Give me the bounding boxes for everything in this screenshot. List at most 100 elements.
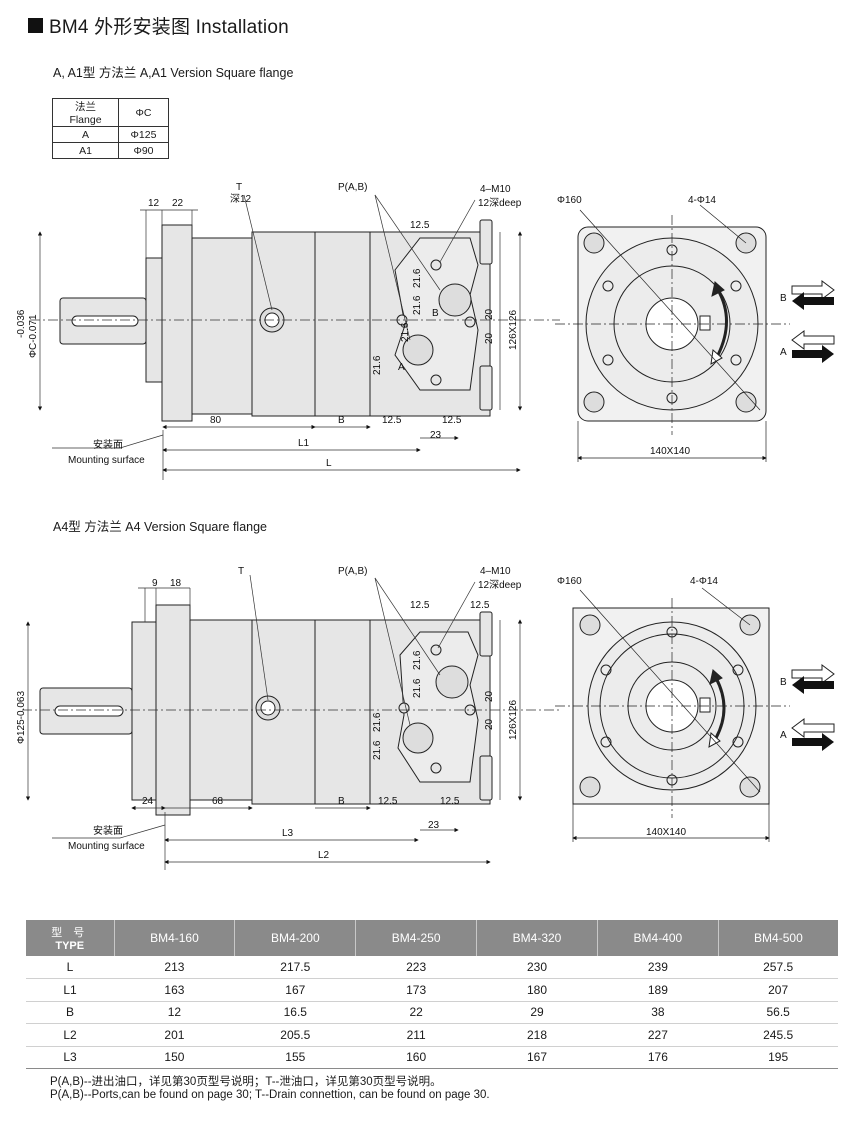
dim-label: 21.6 xyxy=(400,322,411,342)
page-title-text: BM4 外形安装图 Installation xyxy=(49,17,289,38)
row-label: L3 xyxy=(26,1046,114,1069)
table-header-row: 型 号 TYPE BM4-160 BM4-200 BM4-250 BM4-320… xyxy=(26,920,838,956)
dimension-labels-1: 12 22 T 深12 P(A,B) 4–M10 12深deep 12.5 21… xyxy=(16,182,522,469)
table-cell: 239 xyxy=(597,956,719,979)
dim-label: 21.6 xyxy=(412,268,423,288)
type-header: 型 号 TYPE xyxy=(26,920,115,956)
flange-table: 法兰 Flange ΦC A Φ125 A1 Φ90 xyxy=(52,98,169,159)
table-cell: 205.5 xyxy=(234,1023,356,1047)
table-cell: 22 xyxy=(355,1001,477,1024)
port-b-label: B xyxy=(432,308,439,319)
table-cell: 180 xyxy=(476,978,598,1002)
row-label: L2 xyxy=(26,1023,114,1047)
dim-label: 21.6 xyxy=(412,650,423,670)
dim-label: 12.5 xyxy=(440,796,460,807)
table-cell: 245.5 xyxy=(718,1023,838,1047)
dim-label: 22 xyxy=(172,198,184,209)
mount-cn: 安装面 xyxy=(93,438,123,451)
dim-label: L2 xyxy=(318,850,330,861)
motor-side-view xyxy=(59,219,493,422)
column-header: BM4-200 xyxy=(234,920,357,956)
table-cell: 211 xyxy=(355,1023,477,1047)
dim-label: 20 xyxy=(484,718,495,730)
label-4m10: 4–M10 xyxy=(480,184,511,195)
table-cell: Φ125 xyxy=(118,126,169,143)
drawing-a4: 9 18 T P(A,B) 4–M10 12深deep 12.5 12.5 21… xyxy=(16,566,835,870)
dim-label: 12.5 xyxy=(470,600,490,611)
title-square-icon xyxy=(28,18,43,33)
column-header: BM4-250 xyxy=(355,920,478,956)
table-row: A Φ125 xyxy=(52,126,169,143)
dia160-label: Φ160 xyxy=(557,576,582,587)
dim-label: 23 xyxy=(430,430,442,441)
table-cell: 29 xyxy=(476,1001,598,1024)
dim-label: 18 xyxy=(170,578,182,589)
table-cell: Φ90 xyxy=(118,142,169,159)
label-t: T xyxy=(238,566,244,577)
type-header-en: TYPE xyxy=(55,940,85,952)
dim-label: 12.5 xyxy=(378,796,398,807)
dim-label: 21.6 xyxy=(412,678,423,698)
label-t: T xyxy=(236,182,242,193)
flow-arrows-1 xyxy=(791,280,835,363)
table-cell: 167 xyxy=(234,978,356,1002)
table-cell: 155 xyxy=(234,1046,356,1069)
table-row: L 213 217.5 223 230 239 257.5 xyxy=(26,956,838,979)
column-header: BM4-320 xyxy=(476,920,598,956)
column-header: BM4-400 xyxy=(597,920,719,956)
table-row: B 12 16.5 22 29 38 56.5 xyxy=(26,1001,838,1024)
table-cell: 38 xyxy=(597,1001,719,1024)
table-cell: 56.5 xyxy=(718,1001,838,1024)
table-cell: 150 xyxy=(114,1046,235,1069)
dim-label: 23 xyxy=(428,820,440,831)
table-cell: 230 xyxy=(476,956,598,979)
row-label: L1 xyxy=(26,978,114,1002)
dim-label: B xyxy=(338,796,345,807)
table-cell: 160 xyxy=(355,1046,477,1069)
dim-label: 9 xyxy=(152,578,158,589)
column-header: BM4-500 xyxy=(718,920,838,956)
dim-label: 21.6 xyxy=(372,712,383,732)
dim-label: 12.5 xyxy=(410,600,430,611)
drawing-a-a1: 12 22 T 深12 P(A,B) 4–M10 12深deep 12.5 21… xyxy=(16,182,835,480)
arrow-b-label: B xyxy=(780,677,787,688)
section-title-a-a1: A, A1型 方法兰 A,A1 Version Square flange xyxy=(53,66,294,80)
dim-label: 21.6 xyxy=(372,740,383,760)
table-cell: 173 xyxy=(355,978,477,1002)
label-4m10: 4–M10 xyxy=(480,566,511,577)
label-12deep: 12深deep xyxy=(478,197,522,209)
flange-header: 法兰 Flange xyxy=(52,98,119,127)
table-cell: 16.5 xyxy=(234,1001,356,1024)
table-row: L3 150 155 160 167 176 195 xyxy=(26,1046,838,1069)
dim-label: ΦC-0.071 xyxy=(28,314,39,358)
dimension-lines-1 xyxy=(30,194,560,480)
dimension-labels-2: 9 18 T P(A,B) 4–M10 12深deep 12.5 12.5 21… xyxy=(16,566,522,861)
phic-header: ΦC xyxy=(118,98,169,127)
holes-label: 4-Φ14 xyxy=(690,576,718,587)
table-cell: 213 xyxy=(114,956,235,979)
arrow-a-label: A xyxy=(780,730,787,741)
dia160-label: Φ160 xyxy=(557,195,582,206)
table-cell: 163 xyxy=(114,978,235,1002)
table-cell: 167 xyxy=(476,1046,598,1069)
dimension-lines-2 xyxy=(22,574,560,870)
table-cell: 257.5 xyxy=(718,956,838,979)
table-cell: 195 xyxy=(718,1046,838,1069)
spec-table: 型 号 TYPE BM4-160 BM4-200 BM4-250 BM4-320… xyxy=(26,920,838,1069)
table-cell: A1 xyxy=(52,142,119,159)
dim-label: 24 xyxy=(142,796,154,807)
table-cell: 176 xyxy=(597,1046,719,1069)
dim-label: 12.5 xyxy=(442,415,462,426)
note-cn: P(A,B)--进出油口，详见第30页型号说明；T--泄油口，详见第30页型号说… xyxy=(50,1076,442,1088)
dim-label: -0.036 xyxy=(16,309,27,338)
flange-labels-2: Φ160 4-Φ14 140X140 B A xyxy=(557,576,787,838)
note-en: P(A,B)--Ports,can be found on page 30; T… xyxy=(50,1089,490,1101)
table-row: L2 201 205.5 211 218 227 245.5 xyxy=(26,1023,838,1047)
row-label: B xyxy=(26,1001,114,1024)
dim-label: L3 xyxy=(282,828,294,839)
dim-label: 20 xyxy=(484,690,495,702)
mount-cn: 安装面 xyxy=(93,824,123,837)
dim-label: L1 xyxy=(298,438,310,449)
table-cell: 189 xyxy=(597,978,719,1002)
section-title-a4: A4型 方法兰 A4 Version Square flange xyxy=(53,520,268,534)
